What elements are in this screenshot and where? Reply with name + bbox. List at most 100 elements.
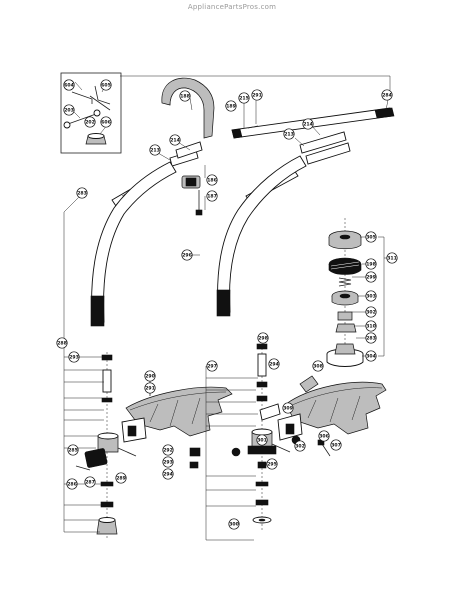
callout-c290: 290 (144, 370, 156, 382)
callout-label: 203 (64, 108, 74, 114)
callout-c213a: 213 (149, 144, 161, 156)
callout-circle (206, 174, 218, 186)
callout-c299: 299 (365, 271, 377, 283)
callout-label: 187 (207, 194, 217, 200)
callout-c288: 288 (56, 337, 68, 349)
callout-circle (312, 360, 324, 372)
callout-circle (365, 332, 377, 344)
callout-circle (144, 382, 156, 394)
callout-circle (179, 90, 191, 102)
callout-label: 303 (366, 294, 376, 300)
callout-c284: 284 (381, 89, 393, 101)
callout-circle (228, 518, 240, 530)
callout-label: 286 (67, 482, 77, 488)
callout-c215: 215 (238, 92, 250, 104)
callout-circle (84, 476, 96, 488)
callout-c186: 186 (206, 174, 218, 186)
callout-label: 293 (69, 355, 79, 361)
callout-label: 283 (366, 336, 376, 342)
callout-circle (386, 252, 398, 264)
callout-label: 288 (57, 341, 67, 347)
callout-c604: 604 (63, 79, 75, 91)
callout-c296: 296 (181, 249, 193, 261)
callout-c293b: 293 (162, 456, 174, 468)
callout-c291b: 291 (144, 382, 156, 394)
callout-c605: 605 (100, 79, 112, 91)
callout-label: 307 (331, 443, 341, 449)
callout-label: 287 (85, 480, 95, 486)
callout-label: 294 (269, 362, 279, 368)
callout-label: 604 (64, 83, 74, 89)
callout-circle (100, 79, 112, 91)
callout-circle (149, 144, 161, 156)
callout-circle (162, 468, 174, 480)
callout-circle (238, 92, 250, 104)
callout-c606: 606 (100, 116, 112, 128)
callout-label: 301 (257, 438, 267, 444)
callout-label: 309 (283, 406, 293, 412)
callout-c297: 297 (206, 360, 218, 372)
callout-label: 293 (163, 460, 173, 466)
callout-label: 304 (366, 354, 376, 360)
watermark: AppliancePartsPros.com (187, 3, 277, 11)
callout-circle (365, 258, 377, 270)
callout-circle (330, 439, 342, 451)
callout-c291: 291 (251, 89, 263, 101)
leader-lines (63, 75, 391, 541)
callout-label: 202 (85, 120, 95, 126)
callout-label: 198 (366, 262, 376, 268)
callout-c303a: 303 (365, 290, 377, 302)
callout-circle (282, 402, 294, 414)
callout-c302b: 302 (294, 440, 306, 452)
callout-circle (56, 337, 68, 349)
callout-label: 311 (387, 256, 397, 262)
callout-label: 305 (366, 235, 376, 241)
callout-label: 605 (101, 83, 111, 89)
callout-c203: 203 (63, 104, 75, 116)
callout-circle (381, 89, 393, 101)
callout-c198: 198 (365, 258, 377, 270)
callout-c301: 301 (256, 434, 268, 446)
callout-circle (206, 190, 218, 202)
callout-c300: 300 (228, 518, 240, 530)
callout-c294b: 294 (162, 468, 174, 480)
callout-c189: 189 (225, 100, 237, 112)
callout-circle (162, 444, 174, 456)
curved-shaft-left (90, 161, 177, 327)
callout-circle (266, 458, 278, 470)
callout-circle (169, 134, 181, 146)
callout-c188: 188 (179, 90, 191, 102)
callout-circle (84, 116, 96, 128)
callout-circle (365, 350, 377, 362)
callout-circle (63, 104, 75, 116)
callout-c306: 306 (318, 430, 330, 442)
callout-circle (66, 478, 78, 490)
callout-label: 285 (68, 448, 78, 454)
callout-c283: 283 (76, 187, 88, 199)
callout-label: 296 (182, 253, 192, 259)
callout-label: 213 (150, 148, 160, 154)
callout-circle (257, 332, 269, 344)
callout-label: 295 (267, 462, 277, 468)
callout-circle (256, 434, 268, 446)
callout-label: 283 (77, 191, 87, 197)
callout-circle (67, 444, 79, 456)
callout-circle (225, 100, 237, 112)
callout-label: 214 (170, 138, 180, 144)
callout-circle (100, 116, 112, 128)
left-head-assembly (75, 352, 233, 540)
callout-c294: 294 (268, 358, 280, 370)
callout-circle (251, 89, 263, 101)
callout-c287: 287 (84, 476, 96, 488)
callout-c304: 304 (365, 350, 377, 362)
callout-circle (365, 290, 377, 302)
callout-circle (181, 249, 193, 261)
callout-label: 186 (207, 178, 217, 184)
callout-c307: 307 (330, 439, 342, 451)
callout-label: 297 (207, 364, 217, 370)
callout-label: 310 (366, 324, 376, 330)
callout-circle (268, 358, 280, 370)
callout-c202: 202 (84, 116, 96, 128)
callout-label: 215 (239, 96, 249, 102)
